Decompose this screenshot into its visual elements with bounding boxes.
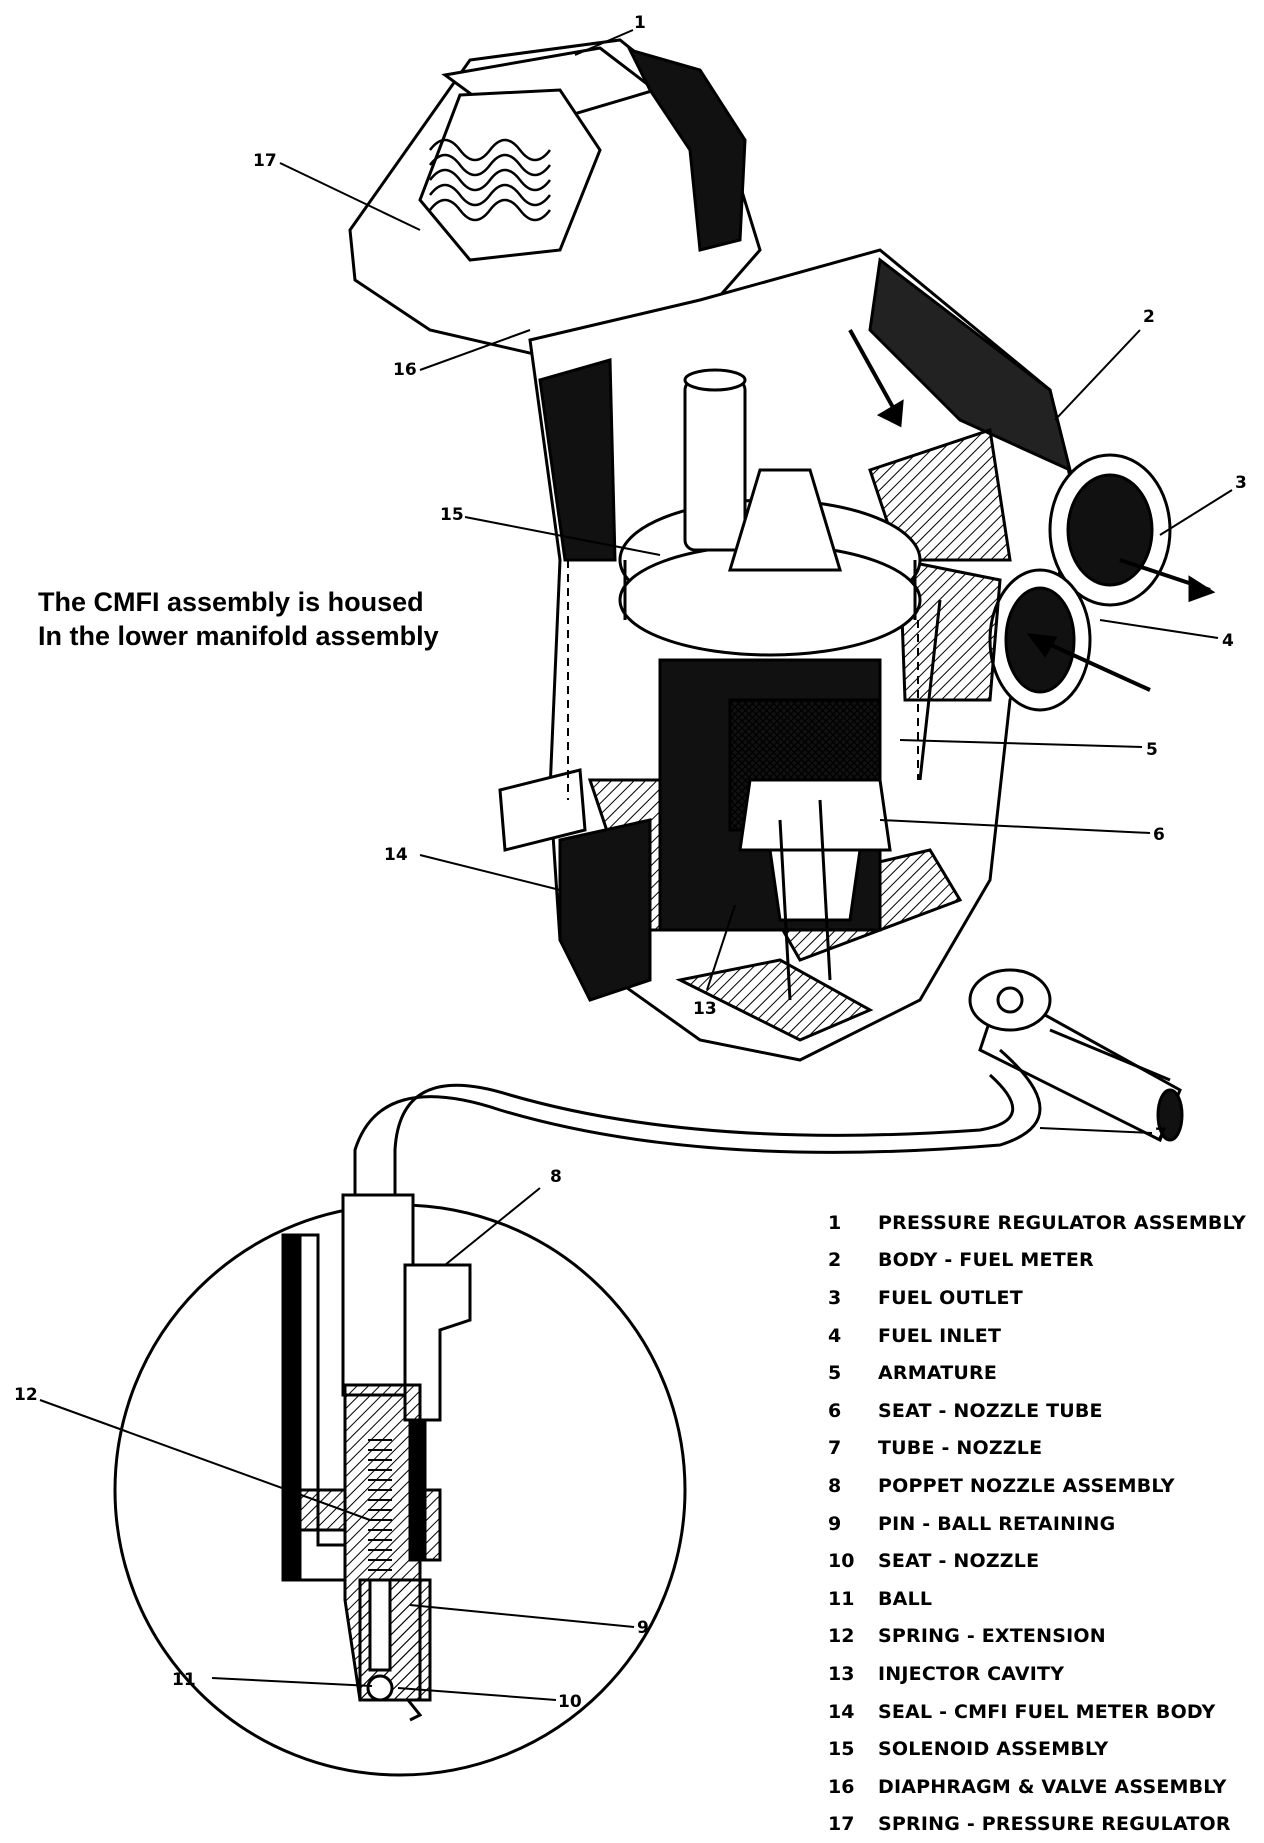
callout-13: 13 [693,999,717,1019]
callout-4: 4 [1222,631,1234,651]
callout-1: 1 [634,13,646,33]
legend-number: 10 [828,1550,878,1572]
legend-label: SPRING - PRESSURE REGULATOR [878,1813,1231,1835]
legend-label: FUEL INLET [878,1325,1001,1347]
legend-label: FUEL OUTLET [878,1287,1023,1309]
legend-label: SEAT - NOZZLE [878,1550,1039,1572]
callout-3: 3 [1235,473,1247,493]
diagram-caption: The CMFI assembly is housed In the lower… [38,585,558,653]
legend-label: PIN - BALL RETAINING [878,1513,1115,1535]
nozzle-tube-illustration [355,1050,1040,1200]
legend-label: TUBE - NOZZLE [878,1437,1042,1459]
callout-16: 16 [393,360,417,380]
callout-14: 14 [384,845,408,865]
legend-number: 9 [828,1513,878,1535]
callout-2: 2 [1143,307,1155,327]
legend-label: BODY - FUEL METER [878,1249,1094,1271]
legend-label: SEAL - CMFI FUEL METER BODY [878,1701,1215,1723]
legend-label: SOLENOID ASSEMBLY [878,1738,1108,1760]
legend-number: 14 [828,1701,878,1723]
legend-label: INJECTOR CAVITY [878,1663,1064,1685]
callout-15: 15 [440,505,464,525]
callout-8: 8 [550,1167,562,1187]
callout-5: 5 [1146,740,1158,760]
callout-12: 12 [14,1385,38,1405]
legend-label: BALL [878,1588,932,1610]
legend-number: 5 [828,1362,878,1384]
caption-line-1: The CMFI assembly is housed [38,585,558,619]
legend-number: 1 [828,1212,878,1234]
callout-7: 7 [1155,1125,1167,1145]
legend-number: 17 [828,1813,878,1835]
legend-number: 15 [828,1738,878,1760]
legend-label: DIAPHRAGM & VALVE ASSEMBLY [878,1776,1227,1798]
legend-label: ARMATURE [878,1362,997,1384]
legend-number: 12 [828,1625,878,1647]
legend-number: 16 [828,1776,878,1798]
legend-number: 6 [828,1400,878,1422]
callout-17: 17 [253,151,277,171]
legend-number: 8 [828,1475,878,1497]
caption-line-2: In the lower manifold assembly [38,619,558,653]
callout-10: 10 [558,1692,582,1712]
callout-11: 11 [172,1670,196,1690]
legend-label: SEAT - NOZZLE TUBE [878,1400,1103,1422]
callout-9: 9 [637,1618,649,1638]
legend-number: 4 [828,1325,878,1347]
legend-number: 3 [828,1287,878,1309]
legend-label: SPRING - EXTENSION [878,1625,1106,1647]
legend-number: 2 [828,1249,878,1271]
legend-number: 7 [828,1437,878,1459]
legend-number: 11 [828,1588,878,1610]
legend-label: PRESSURE REGULATOR ASSEMBLY [878,1212,1246,1234]
callout-6: 6 [1153,825,1165,845]
legend-number: 13 [828,1663,878,1685]
legend-label: POPPET NOZZLE ASSEMBLY [878,1475,1175,1497]
